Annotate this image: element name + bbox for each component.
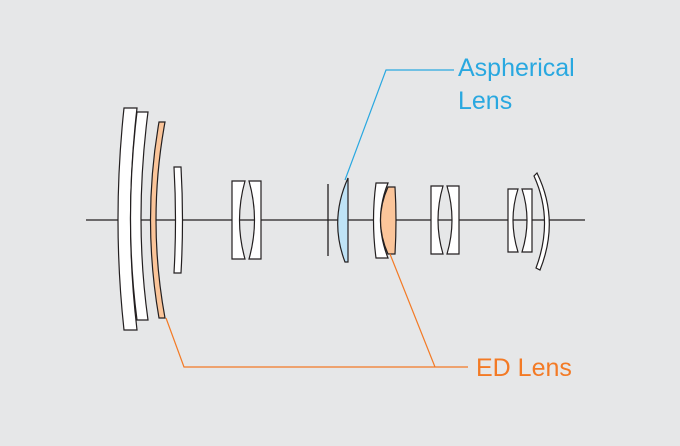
ed-leader-line-rear <box>389 253 436 368</box>
lens-element-11 <box>533 171 550 271</box>
lens-element-5 <box>248 180 262 260</box>
aspherical-lens-label-line2: Lens <box>458 87 513 115</box>
lens-element-4 <box>231 180 246 260</box>
ed-lens-label: ED Lens <box>476 354 572 382</box>
lens-element-9 <box>507 188 519 253</box>
ed-lens-element-front <box>149 121 166 319</box>
lens-element-10 <box>521 188 533 253</box>
lens-element-8 <box>446 185 460 255</box>
lens-element-2 <box>129 111 149 321</box>
aspherical-leader-line <box>344 69 454 181</box>
lens-element-3 <box>173 166 184 274</box>
aspherical-lens-element <box>337 177 349 263</box>
lens-element-7 <box>430 185 444 255</box>
aspherical-lens-label-line1: Aspherical <box>458 54 575 82</box>
ed-leader-line-front <box>165 317 468 368</box>
ed-lens-element-rear <box>379 186 397 255</box>
